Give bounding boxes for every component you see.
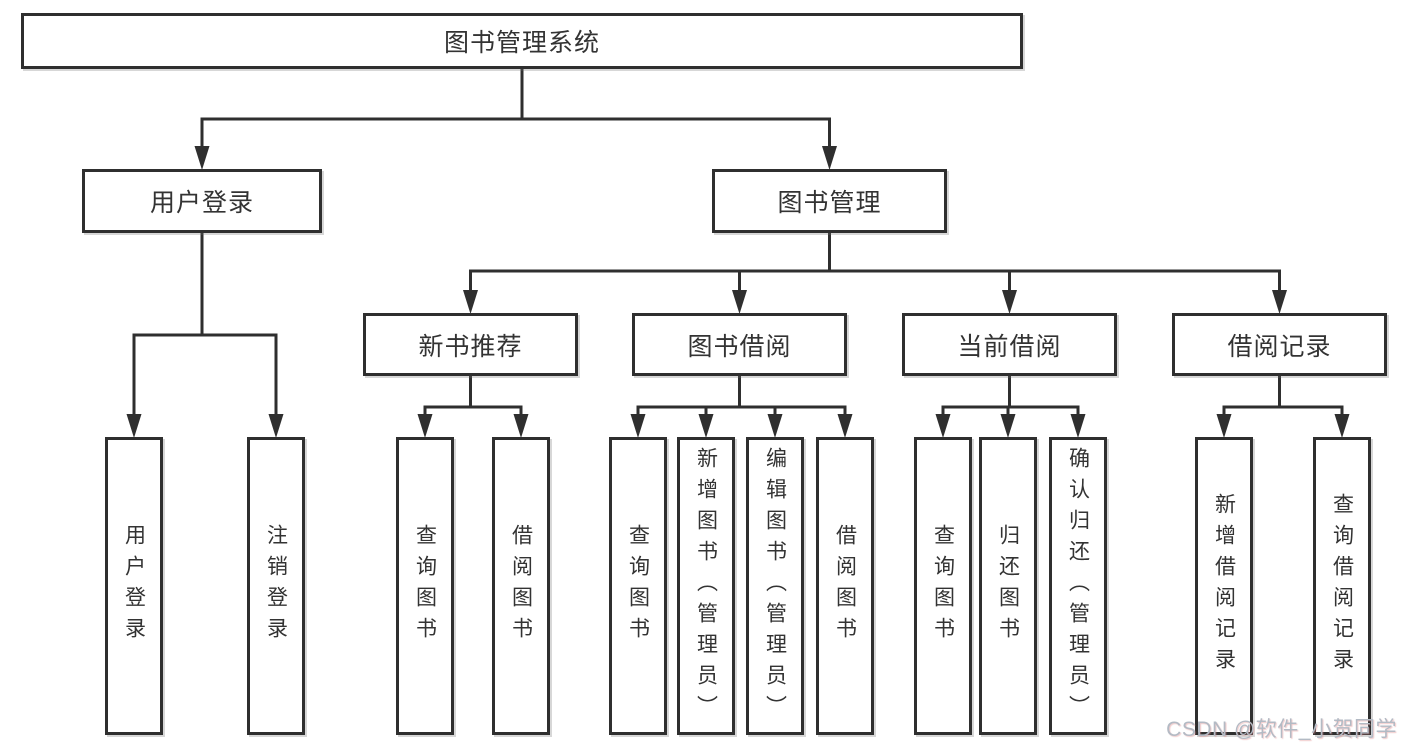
node-leaf-add-record: 新增借阅记录 <box>1195 437 1253 735</box>
node-label-leaf-add-book: 新增图书（管理员） <box>694 446 718 726</box>
edge-user-login <box>126 233 284 438</box>
node-label-borrow-records: 借阅记录 <box>1227 332 1332 361</box>
arrowhead-leaf-user-login <box>126 414 142 438</box>
arrowhead-leaf-query-book-2 <box>630 414 646 438</box>
node-leaf-query-book-3: 查询图书 <box>914 437 972 735</box>
node-new-book-rec: 新书推荐 <box>363 313 578 376</box>
node-book-mgmt: 图书管理 <box>712 169 947 233</box>
arrowhead-leaf-logout <box>268 414 284 438</box>
edge-current-borrow <box>935 376 1086 438</box>
node-label-leaf-borrow-book-2: 借阅图书 <box>833 524 857 648</box>
node-leaf-query-book-1: 查询图书 <box>396 437 454 735</box>
node-leaf-query-record: 查询借阅记录 <box>1313 437 1371 735</box>
node-label-leaf-logout: 注销登录 <box>264 524 288 648</box>
arrowhead-leaf-add-book <box>698 414 714 438</box>
node-label-book-borrow: 图书借阅 <box>687 332 792 361</box>
arrowhead-borrow-records <box>1272 290 1287 314</box>
node-leaf-edit-book: 编辑图书（管理员） <box>746 437 804 735</box>
arrowhead-book-borrow <box>732 290 747 314</box>
node-label-root: 图书管理系统 <box>443 29 600 57</box>
node-leaf-return-book: 归还图书 <box>979 437 1037 735</box>
node-label-leaf-confirm-return: 确认归还（管理员） <box>1066 446 1090 726</box>
arrowhead-leaf-query-book-3 <box>935 414 951 438</box>
node-leaf-borrow-book-1: 借阅图书 <box>492 437 550 735</box>
node-label-leaf-user-login: 用户登录 <box>122 524 146 648</box>
edge-root <box>194 69 837 170</box>
edge-new-book-rec <box>417 376 529 438</box>
arrowhead-leaf-edit-book <box>767 414 783 438</box>
node-label-current-borrow: 当前借阅 <box>957 332 1062 361</box>
arrowhead-user-login <box>194 146 210 170</box>
node-leaf-add-book: 新增图书（管理员） <box>677 437 735 735</box>
node-label-leaf-query-book-1: 查询图书 <box>413 524 437 648</box>
node-label-leaf-edit-book: 编辑图书（管理员） <box>763 446 787 726</box>
arrowhead-leaf-query-book-1 <box>417 414 433 438</box>
arrowhead-leaf-borrow-book-2 <box>837 414 853 438</box>
node-root: 图书管理系统 <box>21 13 1023 69</box>
node-label-leaf-add-record: 新增借阅记录 <box>1212 493 1236 679</box>
node-leaf-user-login: 用户登录 <box>105 437 163 735</box>
node-label-leaf-borrow-book-1: 借阅图书 <box>509 524 533 648</box>
node-leaf-confirm-return: 确认归还（管理员） <box>1049 437 1107 735</box>
arrowhead-leaf-add-record <box>1216 414 1232 438</box>
node-leaf-logout: 注销登录 <box>247 437 305 735</box>
edge-book-mgmt <box>463 233 1287 314</box>
edge-borrow-records <box>1216 376 1350 438</box>
arrowhead-leaf-confirm-return <box>1070 414 1086 438</box>
node-label-book-mgmt: 图书管理 <box>777 189 882 217</box>
arrowhead-new-book-rec <box>463 290 478 314</box>
node-leaf-query-book-2: 查询图书 <box>609 437 667 735</box>
arrowhead-current-borrow <box>1002 290 1017 314</box>
node-label-user-login: 用户登录 <box>149 189 254 217</box>
edge-book-borrow <box>630 376 853 438</box>
node-book-borrow: 图书借阅 <box>632 313 847 376</box>
node-label-leaf-query-book-3: 查询图书 <box>931 524 955 648</box>
node-label-new-book-rec: 新书推荐 <box>418 332 523 361</box>
arrowhead-leaf-return-book <box>1000 414 1016 438</box>
watermark-text: CSDN @软件_小贺同学 <box>1166 718 1397 741</box>
node-borrow-records: 借阅记录 <box>1172 313 1387 376</box>
node-label-leaf-query-record: 查询借阅记录 <box>1330 493 1354 679</box>
node-label-leaf-return-book: 归还图书 <box>996 524 1020 648</box>
node-label-leaf-query-book-2: 查询图书 <box>626 524 650 648</box>
node-user-login: 用户登录 <box>82 169 322 233</box>
node-leaf-borrow-book-2: 借阅图书 <box>816 437 874 735</box>
node-current-borrow: 当前借阅 <box>902 313 1117 376</box>
arrowhead-leaf-query-record <box>1334 414 1350 438</box>
arrowhead-leaf-borrow-book-1 <box>513 414 529 438</box>
arrowhead-book-mgmt <box>822 146 837 170</box>
